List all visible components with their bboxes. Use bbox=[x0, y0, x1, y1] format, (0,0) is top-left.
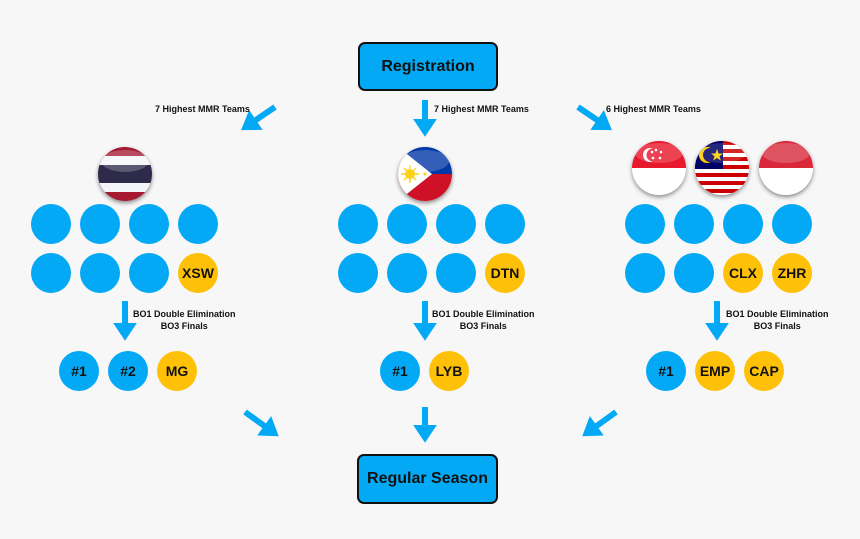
center-pool-team-3 bbox=[436, 204, 476, 244]
center-format-line-2: BO3 Finals bbox=[459, 321, 507, 331]
regular-season-box: Regular Season bbox=[357, 454, 498, 504]
arrow-left-to-season bbox=[243, 409, 279, 437]
left-format-label: BO1 Double Elimination BO3 Finals bbox=[133, 308, 236, 332]
right-pool-team-3 bbox=[723, 204, 763, 244]
center-pool-team-2 bbox=[387, 204, 427, 244]
philippines-flag-icon bbox=[398, 147, 452, 201]
right-qualifier-label: 6 Highest MMR Teams bbox=[606, 104, 701, 114]
arrow-to-right-region bbox=[576, 104, 612, 131]
right-pool-team-2 bbox=[674, 204, 714, 244]
left-result-1: #1 bbox=[59, 351, 99, 391]
center-result-1: #1 bbox=[380, 351, 420, 391]
center-qualifier-label: 7 Highest MMR Teams bbox=[434, 104, 529, 114]
right-result-seed-2: CAP bbox=[744, 351, 784, 391]
right-result-seed-1: EMP bbox=[695, 351, 735, 391]
right-format-line-1: BO1 Double Elimination bbox=[726, 309, 829, 319]
left-format-line-1: BO1 Double Elimination bbox=[133, 309, 236, 319]
center-pool-team-7 bbox=[436, 253, 476, 293]
left-pool-team-1 bbox=[31, 204, 71, 244]
left-pool-team-7 bbox=[129, 253, 169, 293]
center-result-seed: LYB bbox=[429, 351, 469, 391]
right-pool-team-5 bbox=[625, 253, 665, 293]
right-format-label: BO1 Double Elimination BO3 Finals bbox=[726, 308, 829, 332]
singapore-flag-icon bbox=[632, 141, 686, 195]
center-pool-team-6 bbox=[387, 253, 427, 293]
left-pool-seed: XSW bbox=[178, 253, 218, 293]
right-pool-team-4 bbox=[772, 204, 812, 244]
right-pool-seed-2: ZHR bbox=[772, 253, 812, 293]
left-format-line-2: BO3 Finals bbox=[160, 321, 208, 331]
left-pool-team-6 bbox=[80, 253, 120, 293]
left-qualifier-label: 7 Highest MMR Teams bbox=[155, 104, 250, 114]
left-pool-team-4 bbox=[178, 204, 218, 244]
left-pool-team-3 bbox=[129, 204, 169, 244]
arrow-to-left-region bbox=[241, 104, 277, 131]
right-format-line-2: BO3 Finals bbox=[753, 321, 801, 331]
arrow-right-to-season bbox=[582, 409, 618, 437]
registration-box: Registration bbox=[358, 42, 498, 91]
left-result-seed: MG bbox=[157, 351, 197, 391]
center-format-line-1: BO1 Double Elimination bbox=[432, 309, 535, 319]
indonesia-flag-icon bbox=[759, 141, 813, 195]
thailand-flag-icon bbox=[98, 147, 152, 201]
left-pool-team-5 bbox=[31, 253, 71, 293]
center-pool-seed: DTN bbox=[485, 253, 525, 293]
left-result-2: #2 bbox=[108, 351, 148, 391]
center-pool-team-5 bbox=[338, 253, 378, 293]
center-format-label: BO1 Double Elimination BO3 Finals bbox=[432, 308, 535, 332]
left-pool-team-2 bbox=[80, 204, 120, 244]
right-pool-seed-1: CLX bbox=[723, 253, 763, 293]
right-pool-team-6 bbox=[674, 253, 714, 293]
center-pool-team-1 bbox=[338, 204, 378, 244]
malaysia-flag-icon bbox=[695, 141, 749, 195]
center-pool-team-4 bbox=[485, 204, 525, 244]
right-result-1: #1 bbox=[646, 351, 686, 391]
right-pool-team-1 bbox=[625, 204, 665, 244]
